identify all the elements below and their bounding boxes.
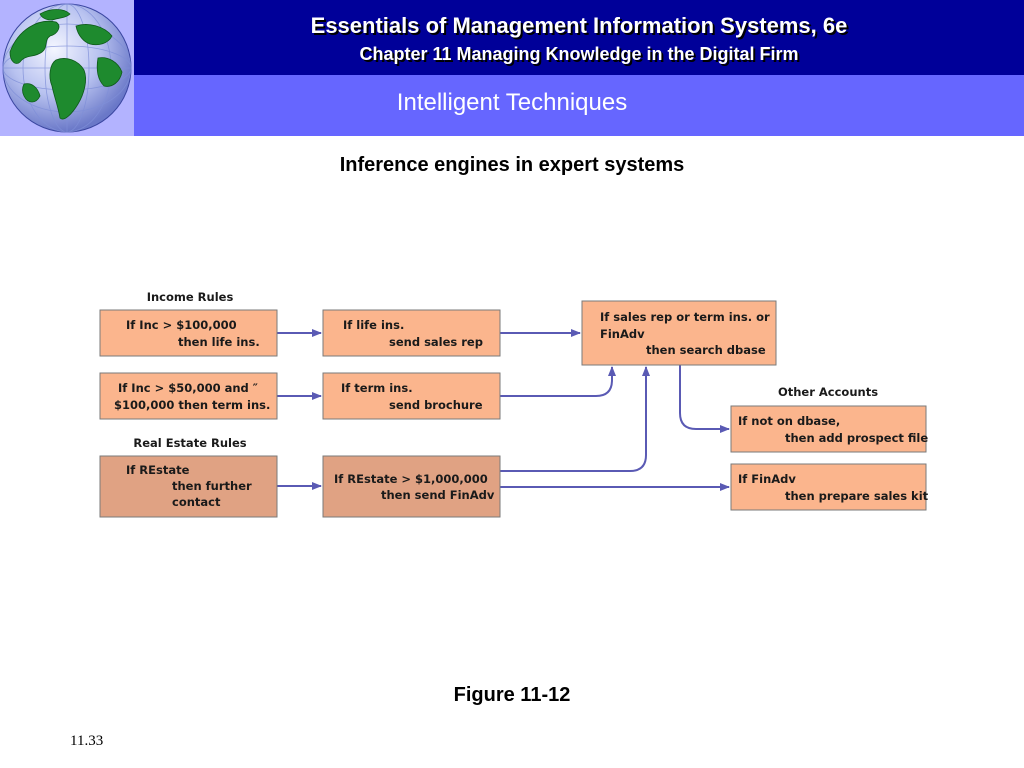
box-term-line-1: If term ins. [341,381,413,395]
box-life-line-1: If life ins. [343,318,404,332]
box-restate-million-line-1: If REstate > $1,000,000 [334,472,488,486]
box-inc100-line-2: then life ins. [178,335,260,349]
box-life-line-2: send sales rep [389,335,483,349]
section-title: Intelligent Techniques [396,89,628,116]
other-accounts-label: Other Accounts [778,385,878,399]
box-saleskit-rect [730,463,927,511]
real-estate-rules-label: Real Estate Rules [133,436,246,450]
slide-heading: Inference engines in expert systems [339,154,685,176]
box-search-line-3: then search dbase [646,343,766,357]
connector-group [277,329,730,491]
box-search-rect [581,300,777,366]
box-saleskit-line-1: If FinAdv [738,472,796,486]
box-search-line-1: If sales rep or term ins. or [600,310,770,324]
box-term-rect [322,372,501,420]
rule-box-inc100: If Inc > $100,000 then life ins. [99,309,278,357]
course-title: Essentials of Management Information Sys… [310,13,848,38]
box-inc50-line-1: If Inc > $50,000 and ″ [118,381,258,395]
box-inc50-line-2: $100,000 then term ins. [114,398,270,412]
box-restate-line-3: contact [172,495,221,509]
box-inc50-rect [99,372,278,420]
box-term-line-2: send brochure [389,398,483,412]
rule-box-inc50: If Inc > $50,000 and ″ $100,000 then ter… [99,372,278,420]
rule-box-saleskit: If FinAdv then prepare sales kit [730,463,929,511]
rule-box-prospect: If not on dbase, then add prospect file [730,405,928,453]
globe-logo-panel [0,0,134,136]
box-restate-million-line-2: then send FinAdv [381,488,495,502]
section-bar [0,75,1024,136]
header-bar [0,0,1024,75]
arrow-term-to-search [500,366,616,397]
arrow-million-to-search [500,366,650,472]
box-restate-line-2: then further [172,479,252,493]
page-number: 11.33 [70,733,104,749]
box-prospect-rect [730,405,927,453]
arrow-search-to-prospect [679,365,730,433]
income-rules-label: Income Rules [147,290,234,304]
figure-caption: Figure 11-12 [453,684,571,706]
box-search-line-2: FinAdv [600,327,645,341]
rule-box-search: If sales rep or term ins. or FinAdv then… [581,300,777,366]
rule-box-term: If term ins. send brochure [322,372,501,420]
box-prospect-line-2: then add prospect file [785,431,928,445]
box-restate-rect [99,455,278,518]
box-saleskit-line-2: then prepare sales kit [785,489,929,503]
box-prospect-line-1: If not on dbase, [738,414,840,428]
box-restate-line-1: If REstate [126,463,190,477]
chapter-title: Chapter 11 Managing Knowledge in the Dig… [359,44,799,64]
box-inc100-rect [99,309,278,357]
box-life-rect [322,309,501,357]
box-restate-million-rect [322,455,501,518]
rule-box-restate: If REstate then further contact [99,455,278,518]
rule-box-life: If life ins. send sales rep [322,309,501,357]
globe-icon [2,3,132,133]
rule-box-restate-million: If REstate > $1,000,000 then send FinAdv [322,455,501,518]
box-inc100-line-1: If Inc > $100,000 [126,318,237,332]
